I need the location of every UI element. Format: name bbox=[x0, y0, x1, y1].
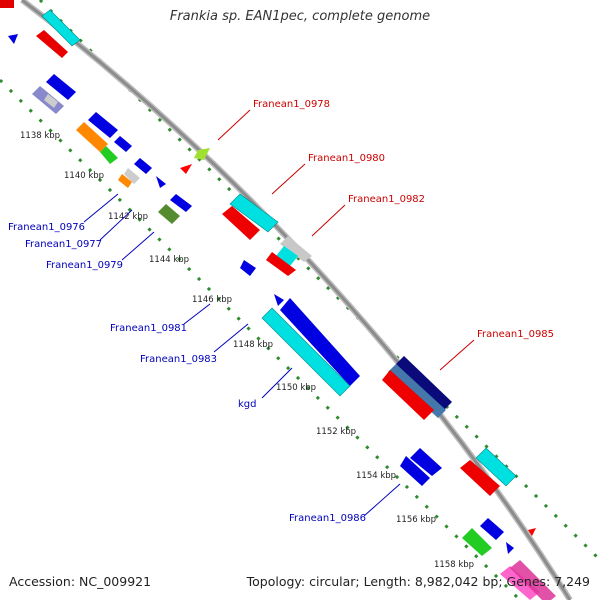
gene-feature[interactable] bbox=[8, 34, 18, 44]
gene-feature[interactable] bbox=[280, 236, 312, 262]
map-title: Frankia sp. EAN1pec, complete genome bbox=[169, 9, 431, 24]
leader-line bbox=[271, 163, 306, 195]
tick-label: 1158 kbp bbox=[434, 560, 474, 570]
gene-feature[interactable] bbox=[276, 246, 298, 266]
gene-feature[interactable] bbox=[134, 158, 152, 174]
leader-line bbox=[121, 231, 155, 261]
gene-feature[interactable] bbox=[46, 74, 76, 100]
gene-feature[interactable] bbox=[266, 252, 296, 276]
gene-feature[interactable] bbox=[396, 356, 452, 410]
leader-line bbox=[183, 303, 211, 325]
gene-label[interactable]: Franean1_0985 bbox=[477, 329, 554, 340]
gene-label[interactable]: Franean1_0981 bbox=[110, 323, 187, 334]
genome-summary-text: Topology: circular; Length: 8,982,042 bp… bbox=[246, 574, 590, 589]
gene-feature[interactable] bbox=[156, 176, 166, 188]
top-gene-labels: Franean1_0978 Franean1_0980 Franean1_098… bbox=[253, 99, 554, 340]
gene-feature[interactable] bbox=[229, 193, 279, 233]
gene-label[interactable]: Franean1_0978 bbox=[253, 99, 330, 110]
gene-label[interactable]: Franean1_0976 bbox=[8, 222, 85, 233]
bottom-strand-features bbox=[8, 34, 514, 556]
gene-label[interactable]: kgd bbox=[238, 399, 257, 410]
tick-label: 1152 kbp bbox=[316, 427, 356, 437]
gene-feature[interactable] bbox=[462, 528, 492, 556]
gene-feature[interactable] bbox=[170, 194, 192, 212]
gene-feature[interactable] bbox=[0, 0, 14, 8]
leader-line bbox=[439, 339, 475, 371]
gene-feature[interactable] bbox=[510, 560, 556, 600]
tick-label: 1142 kbp bbox=[108, 212, 148, 222]
tick-label: 1154 kbp bbox=[356, 471, 396, 481]
top-label-leaders bbox=[217, 109, 475, 371]
gene-feature[interactable] bbox=[400, 456, 430, 486]
gene-label[interactable]: Franean1_0986 bbox=[289, 513, 366, 524]
gene-feature[interactable] bbox=[388, 364, 446, 418]
gene-feature[interactable] bbox=[240, 260, 256, 276]
genome-backbone bbox=[21, 0, 572, 600]
gene-feature[interactable] bbox=[44, 94, 58, 108]
gene-feature[interactable] bbox=[410, 448, 442, 476]
gene-feature[interactable] bbox=[124, 168, 140, 184]
gene-feature[interactable] bbox=[76, 122, 108, 152]
gene-feature[interactable] bbox=[100, 146, 118, 164]
gene-feature[interactable] bbox=[41, 9, 81, 47]
leader-line bbox=[217, 109, 251, 141]
gene-feature[interactable] bbox=[382, 370, 434, 420]
genome-backbone-shadow bbox=[20, 0, 573, 600]
tick-label: 1144 kbp bbox=[149, 255, 189, 265]
tick-label: 1148 kbp bbox=[233, 340, 273, 350]
gene-feature[interactable] bbox=[475, 447, 517, 487]
leader-line bbox=[213, 323, 249, 353]
leader-line bbox=[83, 193, 119, 223]
gene-feature[interactable] bbox=[460, 460, 500, 496]
top-strand-features bbox=[0, 0, 556, 600]
tick-label: 1150 kbp bbox=[276, 383, 316, 393]
accession-text: Accession: NC_009921 bbox=[9, 574, 152, 589]
leader-line bbox=[99, 209, 133, 241]
gene-feature[interactable] bbox=[261, 307, 351, 397]
gene-label[interactable]: Franean1_0980 bbox=[308, 153, 385, 164]
tick-label: 1138 kbp bbox=[20, 131, 60, 141]
gene-feature[interactable] bbox=[36, 30, 68, 58]
outer-dotted-guide bbox=[38, 0, 600, 562]
gene-feature[interactable] bbox=[274, 294, 284, 306]
gene-feature[interactable] bbox=[114, 136, 132, 152]
gene-label[interactable]: Franean1_0979 bbox=[46, 260, 123, 271]
leader-line bbox=[363, 483, 401, 517]
leader-line bbox=[311, 204, 346, 237]
gene-feature[interactable] bbox=[280, 298, 360, 386]
tick-labels: 1138 kbp 1140 kbp 1142 kbp 1144 kbp 1146… bbox=[20, 131, 474, 570]
tick-label: 1156 kbp bbox=[396, 515, 436, 525]
gene-feature[interactable] bbox=[506, 542, 514, 554]
gene-feature[interactable] bbox=[500, 566, 540, 600]
tick-label: 1140 kbp bbox=[64, 171, 104, 181]
gene-feature[interactable] bbox=[180, 164, 192, 174]
gene-feature[interactable] bbox=[118, 174, 132, 188]
gene-label[interactable]: Franean1_0983 bbox=[140, 354, 217, 365]
gene-feature[interactable] bbox=[194, 148, 210, 160]
gene-feature[interactable] bbox=[158, 204, 180, 224]
leader-line bbox=[261, 367, 293, 399]
gene-label[interactable]: Franean1_0977 bbox=[25, 239, 102, 250]
gene-feature[interactable] bbox=[222, 206, 260, 240]
bottom-label-leaders bbox=[83, 193, 401, 517]
gene-feature[interactable] bbox=[480, 518, 504, 540]
tick-label: 1146 kbp bbox=[192, 295, 232, 305]
gene-label[interactable]: Franean1_0982 bbox=[348, 194, 425, 205]
bottom-gene-labels: Franean1_0976 Franean1_0977 Franean1_097… bbox=[8, 222, 366, 524]
gene-feature[interactable] bbox=[528, 528, 536, 536]
gene-feature[interactable] bbox=[88, 112, 118, 138]
